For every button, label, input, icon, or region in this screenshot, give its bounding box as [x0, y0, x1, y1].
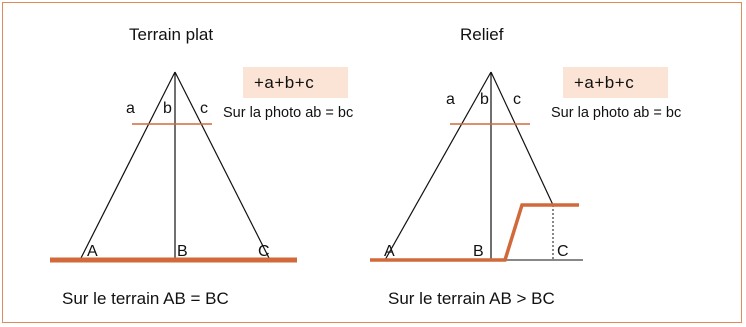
- right-formula: +a+b+c: [574, 73, 635, 92]
- ray-a-right: [384, 71, 492, 261]
- ray-c-right: [490, 71, 554, 206]
- left-ground-label-B: B: [177, 243, 188, 260]
- right-panel-title: Relief: [460, 25, 504, 44]
- left-formula-box: [243, 67, 348, 98]
- relief-terrain-scheme: [370, 71, 583, 262]
- right-photo-label-b: b: [480, 91, 489, 108]
- left-formula: +a+b+c: [254, 73, 315, 92]
- left-panel-title: Terrain plat: [129, 25, 214, 44]
- ground-relief: [370, 203, 579, 262]
- left-ground-label-A: A: [87, 243, 98, 260]
- right-photo-label-a: a: [446, 91, 455, 108]
- left-photo-note: Sur la photo ab = bc: [223, 105, 354, 121]
- left-photo-label-c: c: [200, 100, 208, 117]
- right-ground-label-B: B: [473, 243, 484, 260]
- ray-a-left: [79, 71, 176, 261]
- right-photo-label-c: c: [513, 91, 521, 108]
- left-photo-label-a: a: [126, 100, 135, 117]
- right-photo-note: Sur la photo ab = bc: [551, 105, 682, 121]
- right-ground-label-A: A: [384, 243, 395, 260]
- left-caption: Sur le terrain AB = BC: [62, 289, 229, 308]
- right-caption: Sur le terrain AB > BC: [388, 289, 555, 308]
- figure-frame: [2, 2, 742, 323]
- right-ground-label-C: C: [557, 243, 569, 260]
- left-ground-label-C: C: [258, 243, 270, 260]
- ray-c-left: [174, 71, 271, 261]
- left-photo-label-b: b: [163, 100, 172, 117]
- right-formula-box: [563, 67, 668, 98]
- flat-terrain-scheme: [50, 71, 297, 263]
